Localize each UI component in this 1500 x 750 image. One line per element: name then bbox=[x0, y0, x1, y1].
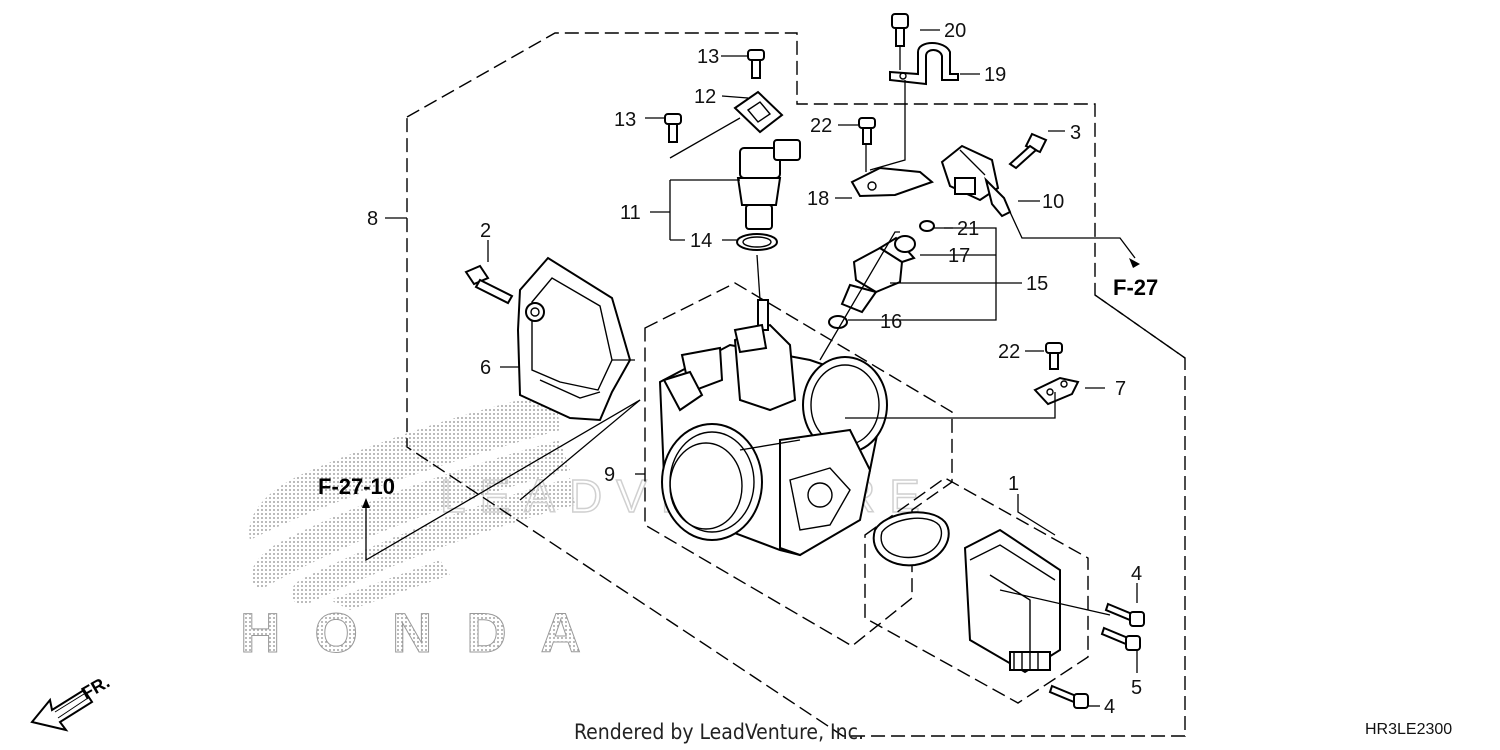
callout-1: 1 bbox=[1008, 473, 1019, 495]
screw-part-13a bbox=[747, 49, 765, 79]
sensor-part-10 bbox=[940, 144, 1012, 218]
sensor-part-11 bbox=[736, 139, 801, 230]
front-arrow-icon bbox=[30, 688, 94, 732]
callout-6: 6 bbox=[480, 357, 491, 379]
callout-17: 17 bbox=[948, 245, 970, 267]
clamp-part-19 bbox=[889, 42, 959, 86]
screw-part-22a bbox=[858, 117, 876, 145]
callout-10: 10 bbox=[1042, 191, 1064, 213]
callout-2: 2 bbox=[480, 220, 491, 242]
screw-part-13b bbox=[664, 113, 682, 143]
bolt-part-2 bbox=[464, 264, 514, 305]
callout-21: 21 bbox=[957, 218, 979, 240]
footer-credit: Rendered by LeadVenture, Inc. bbox=[574, 720, 864, 744]
callout-18: 18 bbox=[807, 188, 829, 210]
bolt-part-20 bbox=[891, 13, 909, 47]
callout-19: 19 bbox=[984, 64, 1006, 86]
diagram-code: HR3LE2300 bbox=[1365, 721, 1452, 738]
throttle-body-outline-9 bbox=[644, 282, 953, 647]
callout-11: 11 bbox=[620, 202, 641, 224]
bracket-part-18 bbox=[850, 166, 934, 198]
callout-15: 15 bbox=[1026, 273, 1048, 295]
callout-labels: 1 2 3 4 4 5 6 7 8 9 10 11 12 13 13 14 15… bbox=[367, 20, 1142, 718]
callout-22a: 22 bbox=[810, 115, 832, 137]
sensor-part-1 bbox=[963, 528, 1061, 674]
callout-20: 20 bbox=[944, 20, 966, 42]
callout-12: 12 bbox=[694, 86, 716, 108]
callout-4a: 4 bbox=[1131, 563, 1142, 585]
screw-part-4a bbox=[1104, 602, 1145, 627]
honda-logo-text: HONDA bbox=[240, 601, 585, 664]
callout-3: 3 bbox=[1070, 122, 1081, 144]
o-ring-inner bbox=[742, 236, 772, 248]
ref-label-f27-10[interactable]: F-27-10 bbox=[318, 474, 395, 499]
leader-lines bbox=[365, 29, 1138, 707]
screw-part-5 bbox=[1100, 626, 1141, 651]
honda-wing-logo: HONDA bbox=[240, 392, 585, 665]
plate-part-12 bbox=[733, 90, 784, 134]
callout-16: 16 bbox=[880, 311, 902, 333]
throttle-body-9 bbox=[658, 299, 888, 557]
callout-13b: 13 bbox=[614, 109, 636, 131]
bracket-outline-7 bbox=[1094, 294, 1186, 359]
callout-13a: 13 bbox=[697, 46, 719, 68]
callout-8: 8 bbox=[367, 208, 378, 230]
screw-part-4b bbox=[1048, 684, 1089, 709]
bolt-part-3 bbox=[1008, 132, 1048, 170]
ref-arrow-f27-10 bbox=[362, 498, 370, 508]
gasket bbox=[872, 511, 950, 567]
callout-4b: 4 bbox=[1104, 696, 1115, 718]
callout-5: 5 bbox=[1131, 677, 1142, 699]
callout-9: 9 bbox=[604, 464, 615, 486]
callout-14: 14 bbox=[690, 230, 712, 252]
ref-label-f27[interactable]: F-27 bbox=[1113, 275, 1158, 300]
bracket-part-7 bbox=[1033, 376, 1080, 406]
sensor-outline-1 bbox=[864, 477, 1089, 704]
screw-part-22b bbox=[1045, 342, 1063, 370]
callout-7: 7 bbox=[1115, 378, 1126, 400]
o-ring-part-21 bbox=[919, 220, 935, 232]
ref-arrow-f27 bbox=[1129, 258, 1140, 268]
seal-part-17 bbox=[894, 235, 916, 253]
callout-22b: 22 bbox=[998, 341, 1020, 363]
cover-part-6 bbox=[516, 256, 632, 422]
